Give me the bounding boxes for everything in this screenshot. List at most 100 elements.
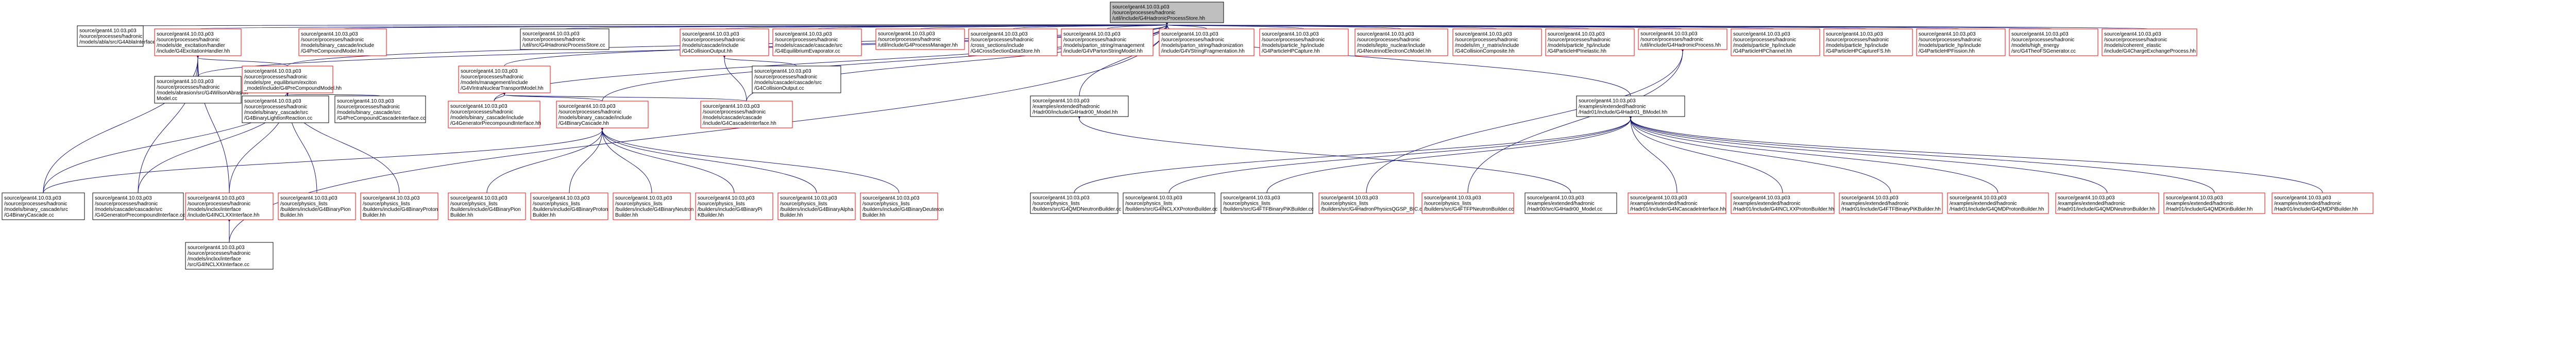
node-label-line: /examples/extended/hadronic <box>1733 201 1801 207</box>
include-edge <box>1629 116 1783 193</box>
file-node[interactable]: source/geant4.10.03.p03/source/physics_l… <box>1318 192 1425 214</box>
file-node[interactable]: source/geant4.10.03.p03/source/processes… <box>185 192 274 220</box>
file-node[interactable]: source/geant4.10.03.p03/examples/extende… <box>2272 192 2374 214</box>
file-node[interactable]: source/geant4.10.03.p03/source/physics_l… <box>360 192 438 220</box>
node-box <box>2272 192 2374 214</box>
include-edge <box>722 55 747 102</box>
node-label-line: /include/G4VStringFragmentation.hh <box>1161 48 1245 54</box>
file-node[interactable]: source/geant4.10.03.p03/source/physics_l… <box>1030 192 1121 214</box>
node-label-line: /models/particle_hp/include <box>1262 43 1325 48</box>
file-node[interactable]: source/geant4.10.03.p03/source/processes… <box>242 65 342 93</box>
file-node[interactable]: source/geant4.10.03.p03/source/processes… <box>298 28 387 56</box>
file-node[interactable]: source/geant4.10.03.p03/source/physics_l… <box>1221 192 1314 214</box>
file-node[interactable]: source/geant4.10.03.p03/source/processes… <box>1731 28 1820 56</box>
file-node[interactable]: source/geant4.10.03.p03/source/processes… <box>458 65 551 93</box>
file-node[interactable]: source/geant4.10.03.p03/source/physics_l… <box>1421 192 1514 214</box>
file-node[interactable]: source/geant4.10.03.p03/source/processes… <box>1354 28 1448 56</box>
node-box <box>1731 28 1820 56</box>
root-file-node[interactable]: source/geant4.10.03.p03/source/processes… <box>1110 2 1224 23</box>
file-node[interactable]: source/geant4.10.03.p03/examples/extende… <box>1576 95 1685 117</box>
file-node[interactable]: source/geant4.10.03.p03/source/processes… <box>185 242 274 270</box>
node-label-line: source/geant4.10.03.p03 <box>862 195 920 201</box>
node-label-line: source/geant4.10.03.p03 <box>188 245 245 251</box>
node-label-line: Builder.hh <box>280 212 303 218</box>
file-node[interactable]: source/geant4.10.03.p03/source/processes… <box>92 192 185 220</box>
file-node[interactable]: source/geant4.10.03.p03/examples/extende… <box>1731 192 1835 214</box>
node-box <box>334 95 426 123</box>
file-node[interactable]: source/geant4.10.03.p03/source/processes… <box>680 28 769 56</box>
node-label-line: /builders/src/G4QMDNeutronBuilder.cc <box>1032 207 1121 212</box>
node-label-line: source/geant4.10.03.p03 <box>1841 195 1899 201</box>
file-node[interactable]: source/geant4.10.03.p03/source/physics_l… <box>278 192 356 220</box>
node-label-line: source/geant4.10.03.p03 <box>2011 31 2069 37</box>
node-label-line: /models/binary_cascade/include <box>558 115 632 121</box>
node-label-line: source/geant4.10.03.p03 <box>682 31 739 37</box>
node-box <box>1524 192 1617 214</box>
node-label-line: source/geant4.10.03.p03 <box>971 31 1028 37</box>
include-edge <box>1266 116 1633 193</box>
file-node[interactable]: source/geant4.10.03.p03/examples/extende… <box>1947 192 2049 214</box>
file-node[interactable]: source/geant4.10.03.p03/source/processes… <box>520 28 609 50</box>
file-node[interactable]: source/geant4.10.03.p03/source/processes… <box>448 101 541 128</box>
node-label-line: /G4BinaryLightIonReaction.cc <box>244 116 312 121</box>
node-box <box>860 192 938 220</box>
node-label-line: source/geant4.10.03.p03 <box>878 31 935 37</box>
file-node[interactable]: source/geant4.10.03.p03/examples/extende… <box>2163 192 2265 214</box>
file-node[interactable]: source/geant4.10.03.p03/source/processes… <box>556 101 649 128</box>
node-label-line: Builder.hh <box>450 212 473 218</box>
file-node[interactable]: source/geant4.10.03.p03/examples/extende… <box>2055 192 2159 214</box>
file-node[interactable]: source/geant4.10.03.p03/source/processes… <box>1452 28 1542 56</box>
file-node[interactable]: source/geant4.10.03.p03/source/processes… <box>2102 28 2197 56</box>
node-box <box>298 28 387 56</box>
file-node[interactable]: source/geant4.10.03.p03/source/processes… <box>1159 28 1255 56</box>
file-node[interactable]: source/geant4.10.03.p03/examples/extende… <box>1030 95 1129 117</box>
include-edge <box>600 127 900 193</box>
node-box <box>1731 192 1835 214</box>
file-node[interactable]: source/geant4.10.03.p03/source/processes… <box>700 101 793 128</box>
node-label-line: /include/G4VPartonStringModel.hh <box>1063 48 1143 54</box>
file-node[interactable]: source/geant4.10.03.p03/source/processes… <box>1259 28 1349 56</box>
file-node[interactable]: source/geant4.10.03.p03/examples/extende… <box>1524 192 1617 214</box>
file-node[interactable]: source/geant4.10.03.p03/source/processes… <box>1545 28 1635 56</box>
node-label-line: /Hadr01/include/G4QMDKinBuilder.hh <box>2166 207 2252 212</box>
node-box <box>242 95 329 123</box>
file-node[interactable]: source/geant4.10.03.p03/source/physics_l… <box>860 192 944 220</box>
file-node[interactable]: source/geant4.10.03.p03/source/processes… <box>77 25 162 47</box>
file-node[interactable]: source/geant4.10.03.p03/source/processes… <box>2 192 85 220</box>
file-node[interactable]: source/geant4.10.03.p03/examples/extende… <box>1628 192 1726 214</box>
file-node[interactable]: source/geant4.10.03.p03/source/processes… <box>334 95 426 123</box>
node-box <box>520 28 609 50</box>
file-node[interactable]: source/geant4.10.03.p03/source/physics_l… <box>448 192 526 220</box>
file-node[interactable]: source/geant4.10.03.p03/source/processes… <box>875 28 965 50</box>
file-node[interactable]: source/geant4.10.03.p03/source/physics_l… <box>530 192 608 220</box>
file-node[interactable]: source/geant4.10.03.p03/source/processes… <box>2009 28 2098 56</box>
node-label-line: source/geant4.10.03.p03 <box>79 28 137 34</box>
node-label-line: /src/G4INCLXXInterface.cc <box>188 262 249 268</box>
file-node[interactable]: source/geant4.10.03.p03/source/processes… <box>242 95 329 123</box>
file-node[interactable]: source/geant4.10.03.p03/source/processes… <box>968 28 1058 56</box>
file-node[interactable]: source/geant4.10.03.p03/source/processes… <box>1061 28 1154 56</box>
node-label-line: /models/im_r_matrix/include <box>1455 43 1519 48</box>
file-node[interactable]: source/geant4.10.03.p03/source/physics_l… <box>1123 192 1217 214</box>
file-node[interactable]: source/geant4.10.03.p03/source/processes… <box>772 28 862 56</box>
include-edge <box>600 127 652 193</box>
file-node[interactable]: source/geant4.10.03.p03/source/physics_l… <box>613 192 693 220</box>
node-label-line: /models/cascade/include <box>682 43 739 48</box>
node-label-line: source/geant4.10.03.p03 <box>1032 99 1090 104</box>
file-node[interactable]: source/geant4.10.03.p03/source/processes… <box>752 65 841 93</box>
file-node[interactable]: source/geant4.10.03.p03/source/processes… <box>154 28 242 56</box>
file-node[interactable]: source/geant4.10.03.p03/source/processes… <box>1916 28 2006 56</box>
node-box <box>875 28 965 50</box>
file-node[interactable]: source/geant4.10.03.p03/source/physics_l… <box>695 192 773 220</box>
file-node[interactable]: source/geant4.10.03.p03/examples/extende… <box>1839 192 1943 214</box>
node-label-line: /builders/include/G4BinaryDeuteron <box>862 207 944 212</box>
file-node[interactable]: source/geant4.10.03.p03/source/processes… <box>154 76 248 104</box>
node-box <box>1421 192 1514 214</box>
file-node[interactable]: source/geant4.10.03.p03/source/processes… <box>1823 28 1913 56</box>
file-node[interactable]: source/geant4.10.03.p03/source/processes… <box>1638 28 1727 50</box>
node-label-line: /G4BinaryCascade.cc <box>4 212 54 218</box>
node-label-line: source/geant4.10.03.p03 <box>2274 195 2331 201</box>
node-label-line: /source/processes/hadronic <box>461 74 523 80</box>
node-label-line: /source/processes/hadronic <box>95 201 158 207</box>
file-node[interactable]: source/geant4.10.03.p03/source/physics_l… <box>777 192 856 220</box>
